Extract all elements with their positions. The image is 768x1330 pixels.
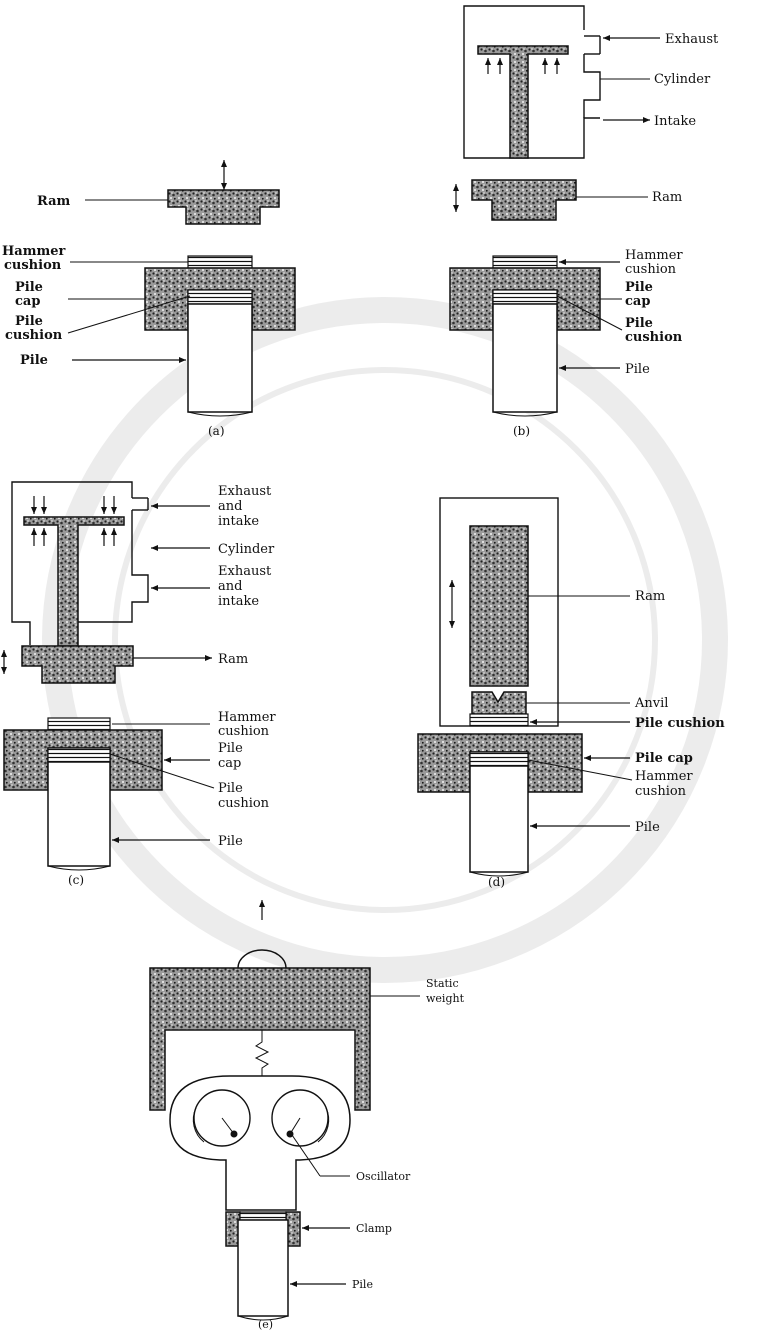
hammer-cushion-d xyxy=(470,752,528,766)
svg-text:and: and xyxy=(218,499,242,514)
label-pile-cap-b: Pile xyxy=(625,280,653,295)
svg-text:cap: cap xyxy=(15,294,40,309)
caption-a: (a) xyxy=(208,424,225,438)
pile-cushion-d xyxy=(470,714,528,726)
label-ram-c: Ram xyxy=(218,652,248,667)
svg-text:cap: cap xyxy=(218,756,241,771)
label-ram-d: Ram xyxy=(635,589,665,604)
caption-b: (b) xyxy=(513,424,530,438)
caption-d: (d) xyxy=(488,875,505,889)
label-cylinder-c: Cylinder xyxy=(218,542,275,557)
ram-b xyxy=(472,180,576,220)
svg-text:weight: weight xyxy=(426,992,465,1005)
label-cylinder-b: Cylinder xyxy=(654,72,711,87)
label-pile-cushion-b: Pile xyxy=(625,316,653,331)
label-hammer-cushion-a: Hammer xyxy=(2,244,65,259)
svg-text:cushion: cushion xyxy=(625,262,677,277)
svg-text:cushion: cushion xyxy=(635,784,687,799)
svg-text:intake: intake xyxy=(218,514,259,529)
pile-cushion-a xyxy=(188,290,252,304)
diagram-d: Ram Anvil Pile cushion Pile cap Hammer c… xyxy=(418,498,725,889)
label-hammer-cushion-c: Hammer xyxy=(218,710,276,725)
label-hammer-cushion-d: Hammer xyxy=(635,769,693,784)
pile-b xyxy=(493,304,557,412)
label-pile-cushion-a: Pile xyxy=(15,314,43,329)
caption-c: (c) xyxy=(68,873,84,887)
label-ram-b: Ram xyxy=(652,190,682,205)
cylinder-b xyxy=(464,6,600,158)
oscillator-housing-e xyxy=(170,1076,350,1210)
label-pile-e: Pile xyxy=(352,1278,373,1291)
ram-d xyxy=(470,526,528,686)
pile-c xyxy=(48,762,110,866)
label-anvil-d: Anvil xyxy=(634,696,668,711)
label-pile-c: Pile xyxy=(218,834,243,849)
svg-text:and: and xyxy=(218,579,242,594)
pile-a xyxy=(188,304,252,412)
label-pile-a: Pile xyxy=(20,353,48,368)
svg-text:cushion: cushion xyxy=(218,796,270,811)
hammer-cushion-b xyxy=(493,256,557,268)
piston-c xyxy=(24,517,124,646)
label-hammer-cushion-b: Hammer xyxy=(625,248,683,263)
label-pile-cushion-c: Pile xyxy=(218,781,243,796)
svg-text:cushion: cushion xyxy=(218,724,270,739)
pile-cushion-b xyxy=(493,290,557,304)
label-exhaust-intake-bottom-c: Exhaust xyxy=(218,564,272,579)
ram-a xyxy=(168,190,279,224)
caption-e: (e) xyxy=(258,1318,273,1330)
label-pile-cap-d: Pile cap xyxy=(635,751,693,766)
label-static-weight-e: Static xyxy=(426,977,459,990)
label-pile-b: Pile xyxy=(625,362,650,377)
hammer-cushion-a xyxy=(188,256,252,268)
pile-e xyxy=(238,1220,288,1316)
piston-b xyxy=(478,46,568,158)
label-exhaust-intake-top-c: Exhaust xyxy=(218,484,272,499)
anvil-d xyxy=(472,692,526,714)
pile-d xyxy=(470,766,528,872)
label-exhaust-b: Exhaust xyxy=(665,32,719,47)
label-pile-cap-a: Pile xyxy=(15,280,43,295)
svg-text:cap: cap xyxy=(625,294,650,309)
label-pile-cushion-d: Pile cushion xyxy=(635,716,725,731)
pile-cushion-c xyxy=(48,748,110,762)
label-clamp-e: Clamp xyxy=(356,1222,392,1235)
svg-text:cushion: cushion xyxy=(5,328,63,343)
watermark xyxy=(55,310,715,970)
svg-text:cushion: cushion xyxy=(625,330,683,345)
svg-text:cushion: cushion xyxy=(4,258,62,273)
svg-text:intake: intake xyxy=(218,594,259,609)
diagram-c: Exhaust and intake Cylinder Exhaust and … xyxy=(4,482,276,887)
label-intake-b: Intake xyxy=(654,114,696,129)
label-oscillator-e: Oscillator xyxy=(356,1170,411,1183)
label-pile-d: Pile xyxy=(635,820,660,835)
label-pile-cap-c: Pile xyxy=(218,741,243,756)
hammer-cushion-c xyxy=(48,718,110,730)
label-ram-a: Ram xyxy=(37,194,71,209)
